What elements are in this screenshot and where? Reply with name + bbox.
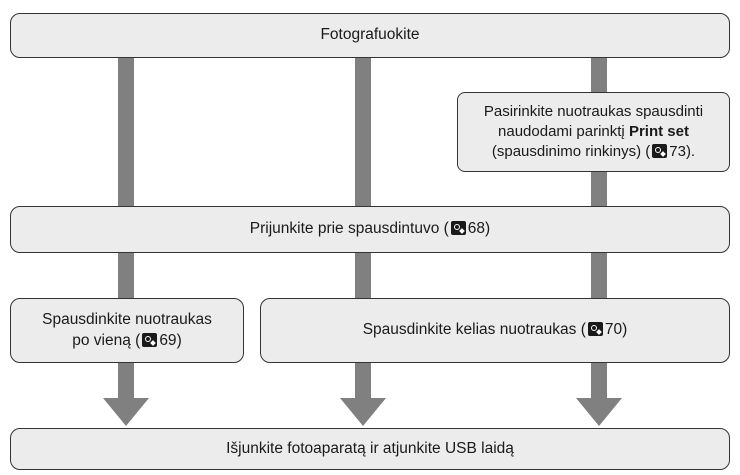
print-set-line3: (spausdinimo rinkinys) ( xyxy=(491,142,651,160)
step-connect-printer: Prijunkite prie spausdintuvo (68) xyxy=(10,206,730,253)
flow-line-right-mid xyxy=(591,170,607,206)
step-take-pictures: Fotografuokite xyxy=(10,13,730,58)
print-set-line1: Pasirinkite nuotraukas spausdinti xyxy=(483,103,704,121)
print-set-line2: naudodami parinktį xyxy=(498,123,629,141)
step-turn-off-disconnect: Išjunkite fotoaparatą ir atjunkite USB l… xyxy=(10,428,730,470)
print-set-ref: 73 xyxy=(669,142,686,160)
step-select-print-set: Pasirinkite nuotraukas spausdinti naudod… xyxy=(457,92,730,172)
arrow-head-right xyxy=(576,398,622,426)
print-set-option: Print set xyxy=(628,123,689,141)
step-take-pictures-label: Fotografuokite xyxy=(320,26,420,44)
page-reference-icon xyxy=(142,332,158,347)
connect-printer-label: Prijunkite prie spausdintuvo ( xyxy=(249,220,449,238)
print-single-line1: Spausdinkite nuotraukas xyxy=(42,311,212,329)
flow-line-middle-upper xyxy=(355,56,371,206)
flow-line-left-upper xyxy=(118,56,134,206)
print-multiple-label: Spausdinkite kelias nuotraukas ( xyxy=(362,321,586,339)
page-reference-icon xyxy=(587,322,603,337)
print-multiple-ref: 70 xyxy=(604,321,623,339)
page-reference-icon xyxy=(450,221,466,236)
arrow-head-left xyxy=(103,398,149,426)
print-single-ref: 69 xyxy=(159,331,177,349)
step-print-multiple: Spausdinkite kelias nuotraukas (70) xyxy=(260,298,730,363)
step-print-single: Spausdinkite nuotraukas po vieną (69) xyxy=(10,298,244,363)
arrow-head-middle xyxy=(340,398,386,426)
connect-printer-ref: 68 xyxy=(467,220,486,238)
page-reference-icon xyxy=(652,143,668,158)
flow-line-right-upper xyxy=(591,56,607,96)
print-single-line2: po vieną ( xyxy=(72,331,141,349)
turn-off-disconnect-label: Išjunkite fotoaparatą ir atjunkite USB l… xyxy=(226,439,514,457)
